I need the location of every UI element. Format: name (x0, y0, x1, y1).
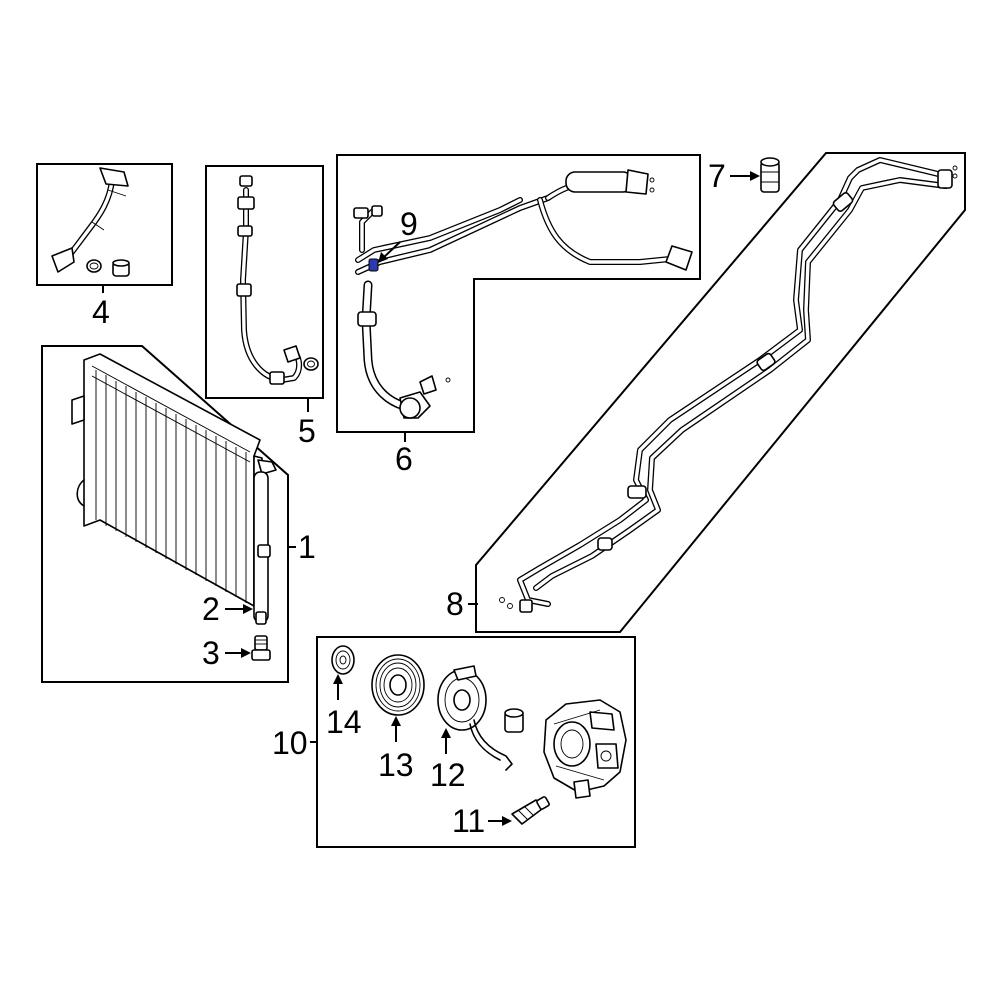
callout-12: 12 (430, 757, 466, 793)
callout-14: 14 (326, 704, 362, 740)
callout-6: 6 (395, 441, 413, 477)
clutch-hub-part-14 (331, 645, 355, 675)
callout-13-arrow (391, 716, 401, 726)
callout-4: 4 (92, 294, 110, 330)
callout-9-leader (382, 241, 401, 259)
group-10-compressor-panel (316, 636, 636, 848)
callout-2-arrow (243, 604, 253, 614)
callout-10: 10 (272, 725, 308, 761)
callout-3-arrow (241, 648, 251, 658)
pulley-part-13 (371, 654, 425, 716)
bushing (504, 708, 524, 733)
expansion-valve-part-7 (760, 157, 780, 193)
relief-valve-part-11 (511, 796, 550, 825)
group-4-liquid-line-panel (36, 163, 173, 286)
liquid-line-pipe-drawing (51, 167, 129, 273)
callout-1: 1 (298, 529, 316, 565)
discharge-hose-drawing (236, 175, 302, 385)
callout-2: 2 (202, 591, 220, 627)
callout-7: 7 (708, 158, 726, 194)
compressor-body (543, 699, 627, 799)
group-1-condenser-panel (41, 345, 289, 683)
callout-3: 3 (202, 635, 220, 671)
condenser-drawing (71, 353, 277, 607)
liquid-suction-pipe-drawing (499, 157, 958, 613)
callout-9: 9 (400, 206, 418, 242)
receiver-drier-part-2 (253, 471, 271, 625)
cap-fitting (112, 259, 130, 277)
drier-cap-part-3 (251, 635, 271, 661)
callout-8: 8 (446, 586, 464, 622)
callout-11: 11 (452, 803, 485, 839)
suction-hose-assembly-drawing (353, 169, 693, 419)
callout-5: 5 (298, 413, 316, 449)
callout-9-arrow (378, 252, 388, 263)
group-8-pipe-assembly-panel (475, 152, 966, 633)
group-6-suction-hose-panel (336, 154, 701, 433)
o-ring-seal (86, 259, 102, 273)
condenser-fins (95, 370, 247, 603)
field-coil-part-12 (437, 665, 513, 771)
callout-7-arrow (750, 171, 760, 181)
callout-14-arrow (333, 674, 343, 684)
service-valve-part-9 (368, 258, 379, 272)
callout-13: 13 (378, 747, 414, 783)
group-5-discharge-hose-panel (205, 165, 324, 399)
callout-12-arrow (441, 728, 451, 738)
sealing-washer (303, 357, 319, 371)
callout-11-arrow (502, 816, 512, 826)
